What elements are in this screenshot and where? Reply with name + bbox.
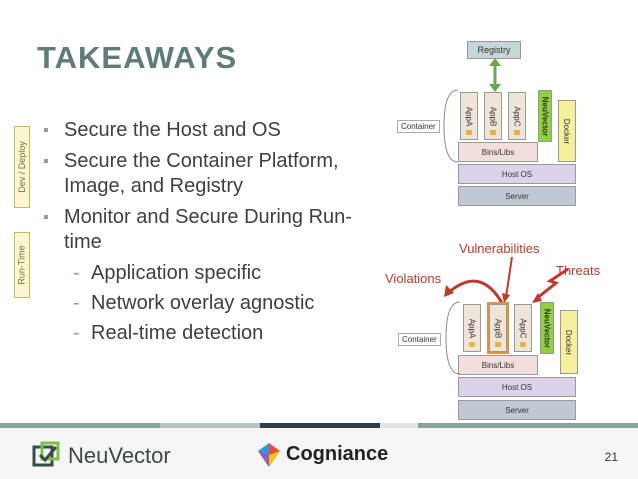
hostos-label: Host OS bbox=[501, 169, 533, 179]
registry-box: Registry bbox=[467, 41, 521, 59]
lock-icon bbox=[466, 130, 472, 135]
server-block-bottom: Server bbox=[458, 400, 576, 420]
footer-bar-segment bbox=[260, 423, 380, 428]
app-label: AppC bbox=[512, 105, 522, 127]
docker-label: Docker bbox=[564, 329, 574, 355]
neuvector-brand: NeuVector bbox=[68, 443, 171, 468]
registry-arrow-icon bbox=[489, 58, 501, 92]
app-label: AppC bbox=[518, 317, 528, 339]
sub-bullet-item: Real-time detection bbox=[43, 321, 373, 346]
bullet-item: Secure the Container Platform, Image, an… bbox=[43, 149, 373, 199]
container-label-top: Container bbox=[397, 120, 440, 133]
threat-arrows-icon bbox=[444, 256, 569, 304]
cogniance-logo-icon bbox=[258, 443, 280, 467]
container-label-bottom: Container bbox=[398, 333, 441, 346]
server-label: Server bbox=[505, 191, 529, 201]
bins-label: Bins/Libs bbox=[481, 147, 515, 157]
bullet-item: Monitor and Secure During Run-time bbox=[43, 205, 373, 255]
docker-block-bottom: Docker bbox=[560, 310, 578, 374]
bullet-item: Secure the Host and OS bbox=[43, 118, 373, 143]
lock-icon bbox=[520, 342, 526, 347]
footer-bar-segment bbox=[0, 423, 160, 428]
app-c-block-bottom: AppC bbox=[514, 304, 532, 352]
server-label: Server bbox=[505, 405, 529, 415]
threats-label: Threats bbox=[556, 263, 601, 278]
vulnerabilities-label: Vulnerabilities bbox=[459, 241, 540, 256]
dev-deploy-tag: Dev / Deploy bbox=[14, 126, 30, 208]
lock-icon bbox=[495, 342, 501, 347]
dev-deploy-label: Dev / Deploy bbox=[17, 141, 27, 193]
app-label: AppA bbox=[467, 318, 477, 338]
hostos-block-bottom: Host OS bbox=[458, 377, 576, 397]
container-bracket-top bbox=[443, 89, 459, 163]
sub-bullet-item: Network overlay agnostic bbox=[43, 291, 373, 316]
footer-bar-segment bbox=[160, 423, 260, 428]
app-b-block-top: AppB bbox=[484, 92, 502, 140]
run-time-tag: Run-Time bbox=[14, 232, 30, 298]
lock-icon bbox=[490, 130, 496, 135]
neuvector-block-bottom: NeuVector bbox=[540, 302, 554, 354]
app-c-block-top: AppC bbox=[508, 92, 526, 140]
hostos-block-top: Host OS bbox=[458, 164, 576, 184]
bullet-list: Secure the Host and OS Secure the Contai… bbox=[43, 118, 373, 351]
footer-bar-segment bbox=[418, 423, 638, 428]
neuvector-label: NeuVector bbox=[540, 96, 550, 136]
bins-block-bottom: Bins/Libs bbox=[458, 355, 538, 375]
app-label: AppA bbox=[464, 106, 474, 126]
neuvector-logo-icon bbox=[32, 441, 60, 467]
hostos-label: Host OS bbox=[501, 382, 533, 392]
app-b-block-bottom: AppB bbox=[487, 302, 509, 354]
app-a-block-bottom: AppA bbox=[463, 304, 481, 352]
server-block-top: Server bbox=[458, 186, 576, 206]
app-label: AppB bbox=[493, 318, 503, 338]
app-label: AppB bbox=[488, 106, 498, 126]
docker-block-top: Docker bbox=[558, 100, 576, 162]
neuvector-label: NeuVector bbox=[542, 308, 552, 348]
page-number: 21 bbox=[604, 450, 618, 464]
docker-label: Docker bbox=[562, 118, 572, 144]
neuvector-block-top: NeuVector bbox=[538, 90, 552, 142]
container-bracket-bottom bbox=[445, 301, 461, 375]
cogniance-brand: Cogniance bbox=[286, 443, 389, 465]
run-time-label: Run-Time bbox=[17, 245, 27, 285]
violations-label: Violations bbox=[385, 271, 442, 286]
bins-block-top: Bins/Libs bbox=[458, 142, 538, 162]
page-title: TAKEAWAYS bbox=[37, 40, 238, 75]
bins-label: Bins/Libs bbox=[481, 360, 515, 370]
app-a-block-top: AppA bbox=[460, 92, 478, 140]
footer-bar-segment bbox=[380, 423, 418, 428]
footer bbox=[0, 428, 638, 479]
lock-icon bbox=[514, 130, 520, 135]
lock-icon bbox=[469, 342, 475, 347]
sub-bullet-item: Application specific bbox=[43, 261, 373, 286]
